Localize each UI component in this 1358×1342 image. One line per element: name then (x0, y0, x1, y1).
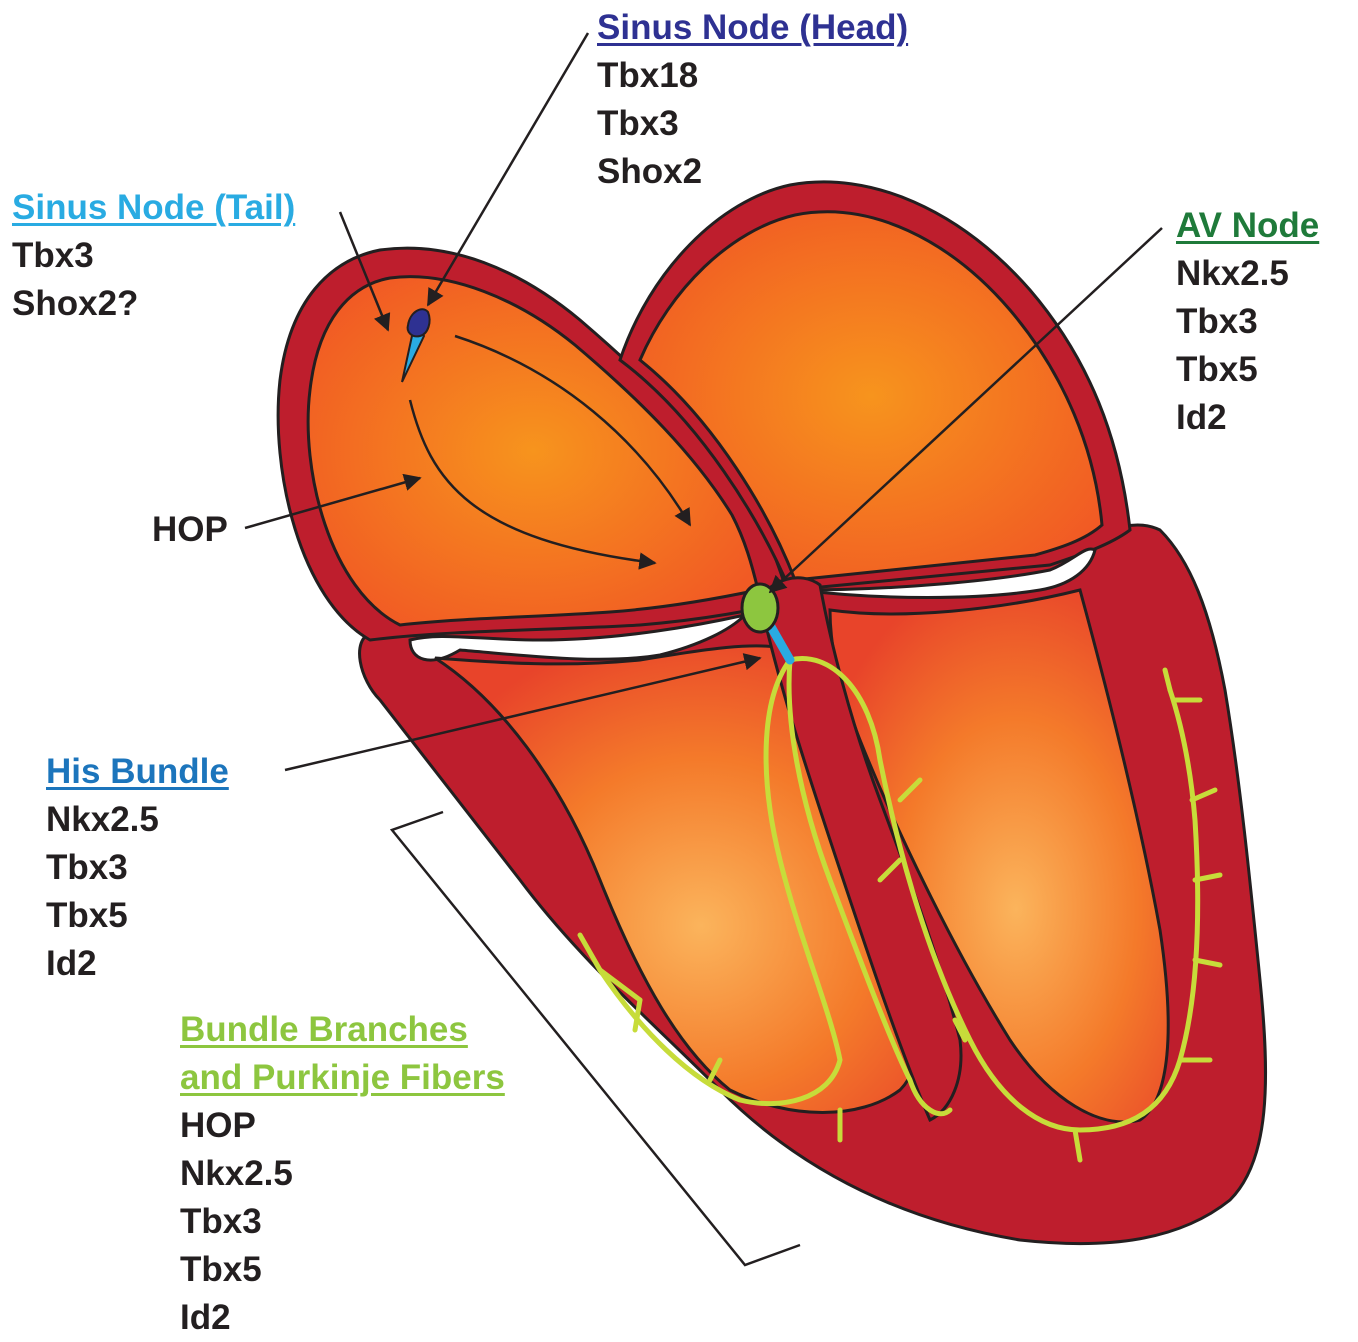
gene-label: Tbx3 (46, 844, 229, 892)
gene-label: Tbx5 (1176, 346, 1319, 394)
gene-label: Shox2 (597, 148, 908, 196)
gene-label: Id2 (180, 1294, 505, 1342)
gene-label: Tbx5 (46, 892, 229, 940)
gene-label: Nkx2.5 (1176, 250, 1319, 298)
gene-label: Id2 (46, 940, 229, 988)
av-node-label: AV Node Nkx2.5 Tbx3 Tbx5 Id2 (1176, 202, 1319, 442)
gene-label: Tbx3 (12, 232, 295, 280)
gene-label: Tbx3 (180, 1198, 505, 1246)
sinus-node-head-label: Sinus Node (Head) Tbx18 Tbx3 Shox2 (597, 4, 908, 196)
gene-label: Id2 (1176, 394, 1319, 442)
his-bundle-title: His Bundle (46, 752, 229, 791)
gene-label: Tbx3 (597, 100, 908, 148)
sinus-node-head-title: Sinus Node (Head) (597, 8, 908, 47)
gene-label: Tbx18 (597, 52, 908, 100)
gene-label: Nkx2.5 (46, 796, 229, 844)
gene-label: Nkx2.5 (180, 1150, 505, 1198)
hop-label: HOP (152, 506, 228, 554)
gene-label: HOP (180, 1102, 505, 1150)
gene-label: Tbx3 (1176, 298, 1319, 346)
gene-label: Tbx5 (180, 1246, 505, 1294)
bundle-branches-title-line1: Bundle Branches (180, 1006, 505, 1054)
av-node-title: AV Node (1176, 206, 1319, 245)
gene-label: Shox2? (12, 280, 295, 328)
bundle-branches-title-line2: and Purkinje Fibers (180, 1054, 505, 1102)
sinus-node-tail-title: Sinus Node (Tail) (12, 188, 295, 227)
his-bundle-label: His Bundle Nkx2.5 Tbx3 Tbx5 Id2 (46, 748, 229, 988)
hop-title: HOP (152, 510, 228, 549)
sinus-node-tail-label: Sinus Node (Tail) Tbx3 Shox2? (12, 184, 295, 328)
bundle-branches-label: Bundle Branches and Purkinje Fibers HOP … (180, 1006, 505, 1342)
